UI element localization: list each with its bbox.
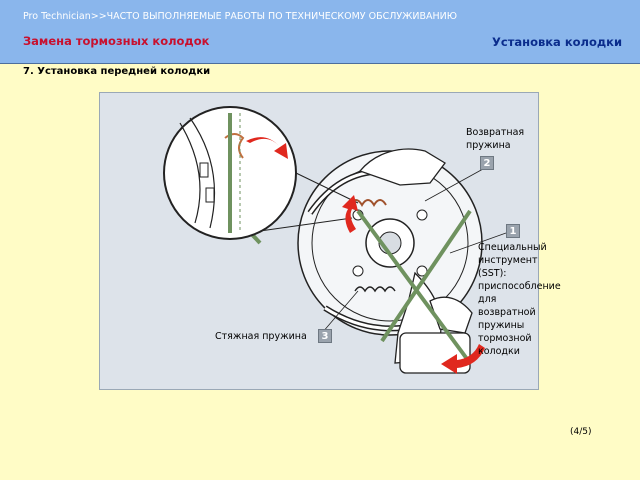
step-title: 7. Установка передней колодки	[23, 66, 211, 77]
callout-leaders	[321, 168, 507, 334]
page-subtitle: Замена тормозных колодок	[23, 34, 210, 48]
direction-arrows	[246, 137, 485, 374]
callout-label-tension-spring: Стяжная пружина	[215, 331, 307, 342]
brake-shoe-illustration: Возвратная пружина 2 1 Специальный инстр…	[99, 92, 561, 390]
callout-badge-3: 3	[318, 329, 332, 343]
zoom-detail-circle	[163, 106, 359, 240]
callout-badge-2: 2	[480, 156, 494, 170]
breadcrumb[interactable]: Pro Technician>>ЧАСТО ВЫПОЛНЯЕМЫЕ РАБОТЫ…	[23, 11, 458, 22]
callout-label-return-spring: Возвратная пружина	[466, 127, 525, 151]
callout-badge-1: 1	[506, 224, 520, 238]
header-bar: Pro Technician>>ЧАСТО ВЫПОЛНЯЕМЫЕ РАБОТЫ…	[0, 0, 640, 64]
callout-label-sst: Специальный инструмент (SST): приспособл…	[478, 242, 561, 357]
section-title: Установка колодки	[492, 35, 622, 49]
illustration-drawing	[163, 106, 507, 374]
page-counter: (4/5)	[570, 427, 592, 437]
